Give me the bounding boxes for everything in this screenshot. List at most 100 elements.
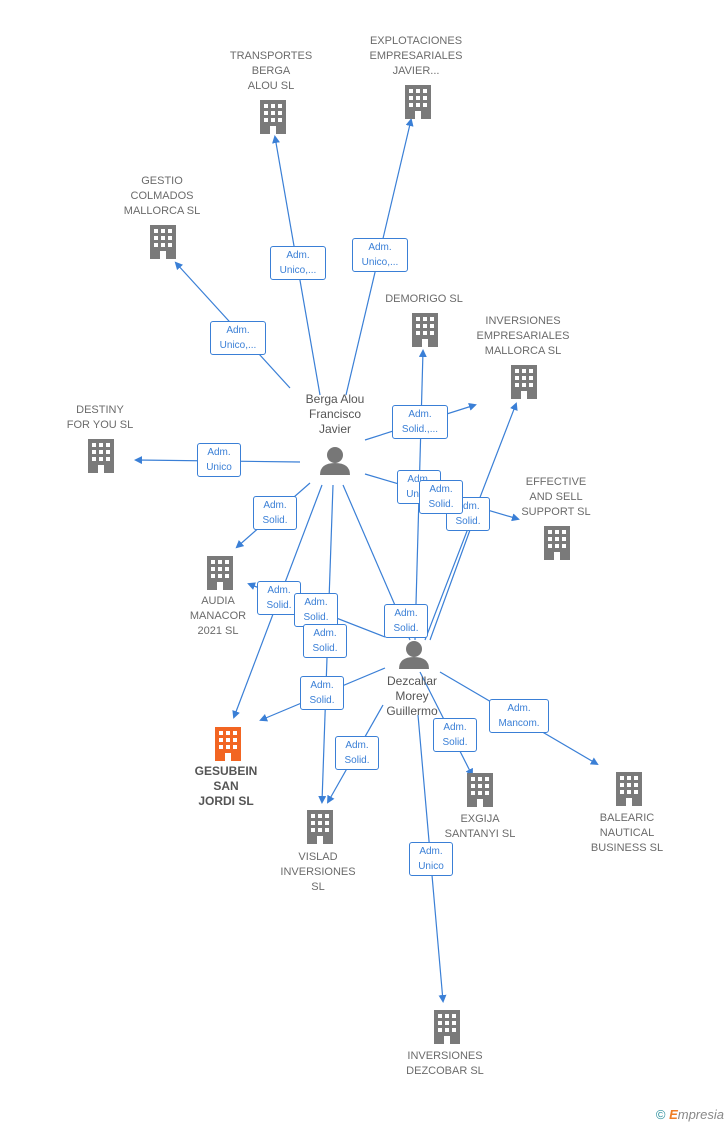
label-line: FOR YOU SL [66, 419, 134, 431]
role-badge[interactable]: Adm. Unico [197, 443, 241, 477]
building-icon [150, 225, 176, 259]
role-badge[interactable]: Adm.Solid. [253, 496, 297, 530]
company-label[interactable]: INVERSIONES DEZCOBAR SL [395, 1049, 495, 1079]
company-label[interactable]: DESTINY FOR YOU SL [50, 403, 150, 433]
role-badge[interactable]: Adm.Mancom. [489, 699, 549, 733]
role-line: Solid.,... [401, 424, 439, 435]
role-line: Unico,... [361, 257, 399, 268]
company-label[interactable]: EXPLOTACIONES EMPRESARIALES JAVIER... [360, 34, 472, 79]
brand-name: mpresia [677, 1107, 724, 1122]
role-line: Solid. [344, 755, 370, 766]
role-line: Adm. [368, 242, 392, 253]
role-line: Solid. [393, 623, 419, 634]
role-badge[interactable]: Adm. Solid. [335, 736, 379, 770]
company-label[interactable]: EXGIJA SANTANYI SL [430, 812, 530, 842]
role-line: Adm. [304, 597, 328, 608]
building-icon [434, 1010, 460, 1044]
company-label[interactable]: EFFECTIVE AND SELL SUPPORT SL [506, 475, 606, 520]
person-icon [320, 447, 350, 475]
person-label[interactable]: Berga Alou Francisco Javier [285, 392, 385, 437]
role-line: Unico,... [279, 265, 317, 276]
role-line: Adm. [394, 608, 418, 619]
label-line: Guillermo [386, 704, 438, 718]
company-label-highlighted[interactable]: GESUBEIN SAN JORDI SL [176, 764, 276, 809]
building-icon [307, 810, 333, 844]
role-badge[interactable]: Adm.Solid. [419, 480, 463, 514]
copyright-footer: © Empresia [656, 1107, 724, 1122]
role-line: Adm. [507, 703, 531, 714]
role-line: Adm. [345, 740, 369, 751]
role-line: Adm. [263, 500, 287, 511]
label-line: COLMADOS [130, 190, 194, 202]
label-line: DEMORIGO SL [385, 293, 463, 305]
label-line: TRANSPORTES [229, 50, 313, 62]
role-badge[interactable]: Adm.Unico [409, 842, 453, 876]
company-label[interactable]: DEMORIGO SL [374, 292, 474, 307]
label-line: Francisco [308, 407, 361, 421]
role-badge[interactable]: Adm.Solid.,... [392, 405, 448, 439]
role-badge[interactable]: Adm. Solid. [384, 604, 428, 638]
label-line: MALLORCA SL [123, 205, 201, 217]
label-line: GESTIO [141, 175, 183, 187]
role-badge[interactable]: Adm. Solid. [294, 593, 338, 627]
building-icon [412, 313, 438, 347]
company-label[interactable]: AUDIA MANACOR 2021 SL [168, 594, 268, 639]
building-icon [260, 100, 286, 134]
label-line: 2021 SL [197, 625, 239, 637]
role-badge[interactable]: Adm.Solid. [303, 624, 347, 658]
building-icon [544, 526, 570, 560]
role-badge[interactable]: Adm. Unico,... [270, 246, 326, 280]
label-line: EXGIJA [460, 813, 500, 825]
label-line: INVERSIONES [280, 866, 356, 878]
role-line: Adm. [207, 447, 231, 458]
role-line: Unico [418, 861, 444, 872]
building-icon [511, 365, 537, 399]
company-label[interactable]: TRANSPORTES BERGA ALOU SL [221, 49, 321, 94]
role-badge[interactable]: Adm.Unico,... [210, 321, 266, 355]
role-line: Adm. [267, 585, 291, 596]
role-line: Adm. [407, 474, 431, 485]
company-label[interactable]: VISLAD INVERSIONES SL [268, 850, 368, 895]
label-line: NAUTICAL [599, 827, 655, 839]
building-icon [88, 439, 114, 473]
role-badge[interactable]: Adm. Unico,... [352, 238, 408, 272]
label-line: Javier [318, 422, 351, 436]
company-label[interactable]: GESTIO COLMADOS MALLORCA SL [112, 174, 212, 219]
role-line: Adm. [456, 501, 480, 512]
label-line: BALEARIC [599, 812, 655, 824]
building-icon [405, 85, 431, 119]
role-badge[interactable]: Adm.Solid. [257, 581, 301, 615]
building-icon [616, 772, 642, 806]
label-line: DEZCOBAR SL [406, 1065, 484, 1077]
label-line: SANTANYI SL [444, 828, 516, 840]
role-line: Solid. [303, 612, 329, 623]
company-label[interactable]: BALEARIC NAUTICAL BUSINESS SL [577, 811, 677, 856]
label-line: SAN [213, 779, 239, 793]
company-label[interactable]: INVERSIONES EMPRESARIALES MALLORCA SL [468, 314, 578, 359]
role-badge[interactable]: Adm. Solid. [300, 676, 344, 710]
label-line: JAVIER... [392, 65, 440, 77]
role-line: Solid. [312, 643, 338, 654]
label-line: Berga Alou [305, 392, 365, 406]
label-line: SL [311, 881, 325, 893]
role-line: Adm. [310, 680, 334, 691]
label-line: AND SELL [529, 491, 583, 503]
label-line: EFFECTIVE [525, 476, 587, 488]
role-line: Adm. [286, 250, 310, 261]
label-line: MANACOR [189, 610, 247, 622]
role-line: Adm. [226, 325, 250, 336]
person-label[interactable]: Dezcallar Morey Guillermo [362, 674, 462, 719]
building-icon [467, 773, 493, 807]
role-line: Unico [401, 487, 437, 502]
role-line: Solid. [309, 695, 335, 706]
role-line: Solid. [428, 499, 454, 510]
role-line: Unico [206, 462, 232, 473]
building-icon [207, 556, 233, 590]
role-line: Adm. [443, 722, 467, 733]
label-line: AUDIA [201, 595, 235, 607]
brand-initial: E [669, 1107, 678, 1122]
role-badge[interactable]: Adm. Solid. [433, 718, 477, 752]
role-line: Solid. [442, 737, 468, 748]
label-line: BUSINESS SL [590, 842, 664, 854]
